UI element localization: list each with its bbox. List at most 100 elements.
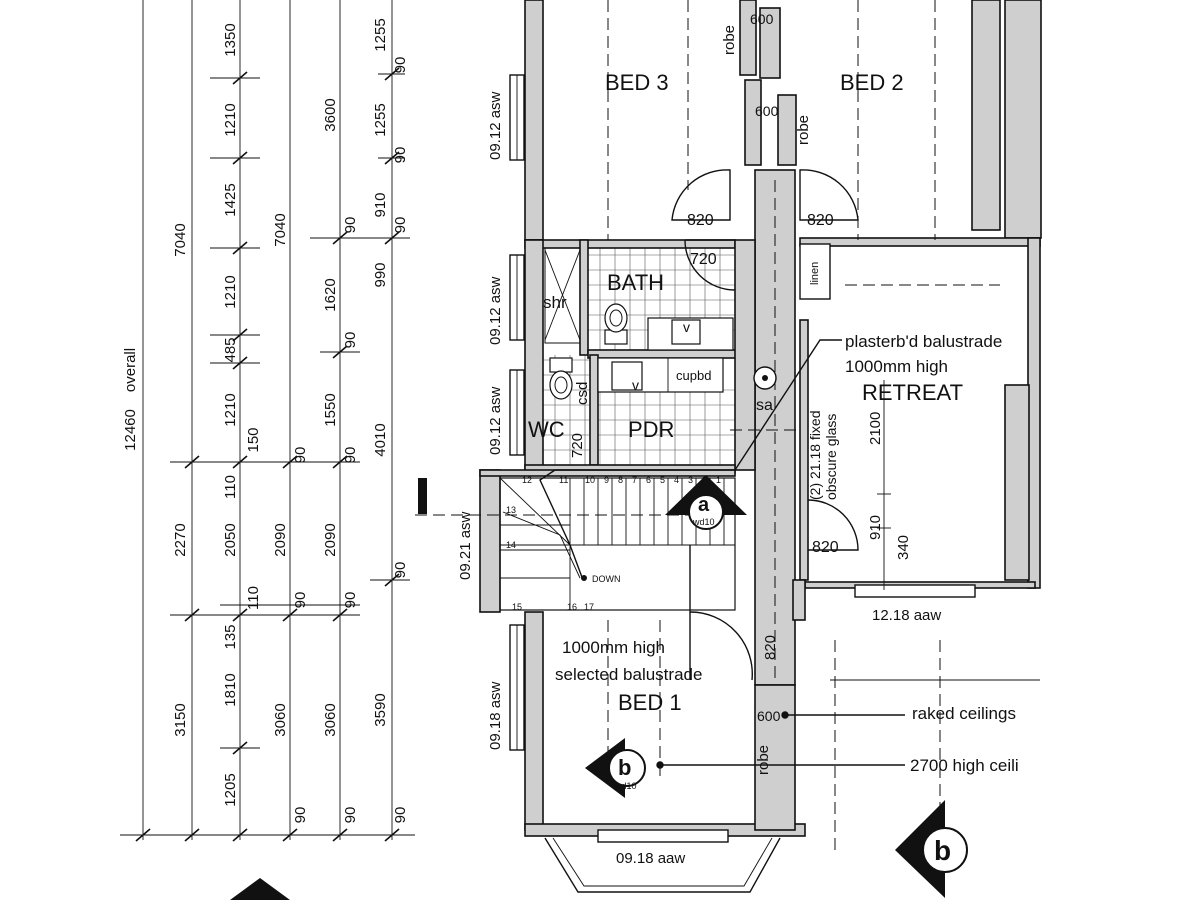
window-label-stair: 09.21 asw <box>457 511 474 580</box>
dim-1255-a: 1255 <box>372 18 389 51</box>
dim-90-c7a: 90 <box>392 57 409 74</box>
dim-2090-b: 2090 <box>322 523 339 556</box>
room-label-robe-bed1: robe <box>755 745 772 775</box>
dim-1205: 1205 <box>222 773 239 806</box>
stair-number-6: 6 <box>646 475 651 485</box>
section-b2-letter: b <box>934 835 951 866</box>
stair-number-10: 10 <box>585 475 595 485</box>
dim-135: 135 <box>222 624 239 649</box>
dim-7040-b: 7040 <box>272 213 289 246</box>
dim-110-a: 110 <box>222 475 239 499</box>
stair-number-7: 7 <box>632 475 637 485</box>
dim-4010: 4010 <box>372 423 389 456</box>
fixture-label-v1: v <box>683 319 690 335</box>
stair-number-13: 13 <box>506 505 516 515</box>
dim-600-top: 600 <box>750 11 774 27</box>
dim-90-c7e: 90 <box>392 807 409 824</box>
window-label-bath: 09.12 asw <box>487 276 504 345</box>
dim-90-c6a: 90 <box>342 217 359 234</box>
stair-number-11: 11 <box>559 475 568 485</box>
windows <box>509 74 976 893</box>
window-label-wc: 09.12 asw <box>487 386 504 455</box>
dim-340: 340 <box>895 535 912 560</box>
section-b-letter: b <box>618 755 631 780</box>
dim-3600: 3600 <box>322 98 339 131</box>
dim-90-c6b: 90 <box>342 332 359 349</box>
dim-720-bath: 720 <box>690 251 717 268</box>
dim-820-retreat: 820 <box>812 539 839 556</box>
dim-820-bed3: 820 <box>687 212 714 229</box>
fixture-label-sa: sa <box>756 397 773 414</box>
dim-90-c5d: 90 <box>342 807 359 824</box>
fixtures <box>544 247 777 400</box>
dim-910-retreat: 910 <box>867 515 884 540</box>
dim-820-bed2: 820 <box>807 212 834 229</box>
room-label-bed2: BED 2 <box>840 70 904 95</box>
section-marker-b-right: b <box>895 800 968 898</box>
dim-1620: 1620 <box>322 278 339 311</box>
stair <box>499 469 736 612</box>
dim-1810: 1810 <box>222 673 239 706</box>
window-label-bed3: 09.12 asw <box>487 91 504 160</box>
stair-number-8: 8 <box>618 475 623 485</box>
dim-7040-a: 7040 <box>172 223 189 256</box>
stair-number-1: 1 <box>716 475 721 485</box>
stair-number-17: 17 <box>584 602 594 612</box>
section-b-ref: wd10 <box>614 781 637 791</box>
room-label-robe-mid: robe <box>795 115 812 145</box>
room-label-robe-top: robe <box>721 25 738 55</box>
walls <box>479 0 1042 837</box>
doors <box>671 169 859 681</box>
dim-600-mid: 600 <box>755 103 779 119</box>
note-fixed-glass-line1: (2) 21.18 fixed <box>807 411 823 501</box>
toilet-icon-bath <box>604 303 628 345</box>
dim-90-c4b: 90 <box>292 592 309 609</box>
stair-number-9: 9 <box>604 475 609 485</box>
stair-number-5: 5 <box>660 475 665 485</box>
dim-90-c5c: 90 <box>342 592 359 609</box>
section-marker-bottom-left <box>230 878 290 900</box>
note-fixed-glass-line2: obscure glass <box>823 414 839 500</box>
dim-1210-a: 1210 <box>222 103 239 136</box>
dim-3590: 3590 <box>372 693 389 726</box>
room-label-bed3: BED 3 <box>605 70 669 95</box>
dimension-columns: 12460 overall 7040 3150 1350 1210 1425 1… <box>120 0 415 842</box>
toilet-icon-wc <box>549 357 573 400</box>
dim-110-b: 110 <box>245 586 262 610</box>
window-label-retreat: 12.18 aaw <box>872 607 941 624</box>
dim-1210-c: 1210 <box>222 393 239 426</box>
room-label-wc: WC <box>528 417 565 442</box>
stair-number-12: 12 <box>522 475 532 485</box>
smoke-alarm-icon <box>753 366 777 390</box>
dim-1210-b: 1210 <box>222 275 239 308</box>
dim-90-c5b: 90 <box>342 447 359 464</box>
room-label-shr: shr <box>543 293 567 312</box>
dim-2050: 2050 <box>222 523 239 556</box>
window-label-bay: 09.18 aaw <box>616 850 685 867</box>
stair-number-3: 3 <box>688 475 693 485</box>
section-a-ref: wd10 <box>692 517 715 527</box>
room-label-cupbd: cupbd <box>676 368 711 383</box>
dim-910-left: 910 <box>372 192 389 217</box>
dim-2090-a: 2090 <box>272 523 289 556</box>
room-label-bath: BATH <box>607 270 664 295</box>
note-balustrade-bed1-line1: 1000mm high <box>562 638 665 657</box>
dim-2100: 2100 <box>867 412 884 445</box>
stair-number-16: 16 <box>567 602 577 612</box>
dim-1550: 1550 <box>322 393 339 426</box>
dim-2270: 2270 <box>172 523 189 556</box>
stair-number-14: 14 <box>506 540 516 550</box>
window-label-bed1: 09.18 asw <box>487 681 504 750</box>
note-raked-ceilings: raked ceilings <box>912 704 1016 723</box>
section-marker-a: a wd10 <box>665 475 747 530</box>
dim-1255-b: 1255 <box>372 103 389 136</box>
dim-720-csd: 720 <box>569 433 586 458</box>
dim-90-c6c: 90 <box>392 217 409 234</box>
note-2700-ceiling: 2700 high ceili <box>910 756 1019 775</box>
dim-12460: 12460 <box>122 409 139 451</box>
dim-90-c4a: 90 <box>292 447 309 464</box>
section-marker-b-left: b wd10 <box>585 738 646 798</box>
room-label-retreat: RETREAT <box>862 380 963 405</box>
dim-600-bed1: 600 <box>757 708 781 724</box>
